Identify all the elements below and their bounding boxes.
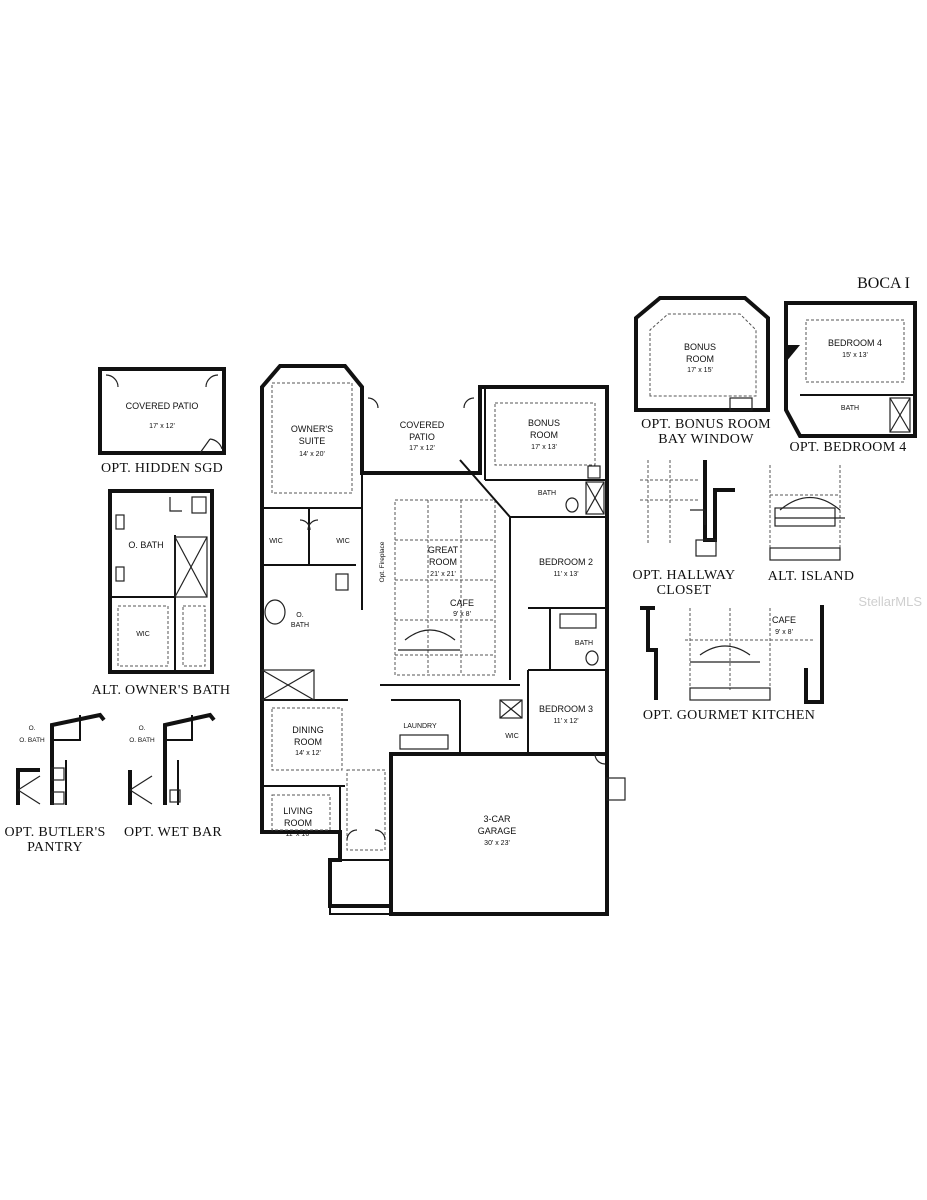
room-dining-dims: 14' x 12': [295, 750, 321, 757]
room-bath-upper: BATH: [538, 490, 556, 497]
room-dining-line2: ROOM: [294, 737, 322, 747]
room-garage-line1: 3-CAR: [483, 814, 511, 824]
watermark: StellarMLS: [858, 594, 922, 609]
hallway-closet-caption-line2: CLOSET: [657, 583, 712, 598]
bedroom-4-bath: BATH: [841, 405, 859, 412]
room-bedroom-3: BEDROOM 3: [539, 704, 593, 714]
opt-bonus-bay-window: BONUS ROOM 17' x 15' OPT. BONUS ROOM BAY…: [634, 296, 771, 447]
room-wic-right: WIC: [336, 538, 350, 545]
room-garage-line2: GARAGE: [478, 826, 517, 836]
opt-butlers-pantry: O. O. BATH OPT. BUTLER'S PANTRY: [4, 712, 106, 855]
room-great-line2: ROOM: [429, 557, 457, 567]
alt-bath-o-bath-label: O. BATH: [128, 540, 163, 550]
butlers-pantry-caption-line1: OPT. BUTLER'S: [4, 825, 105, 840]
room-living-line1: LIVING: [283, 806, 313, 816]
hidden-sgd-room-name: COVERED PATIO: [126, 401, 199, 411]
alt-owners-bath: O. BATH WIC ALT. OWNER'S BATH: [92, 489, 231, 698]
butlers-pantry-bath-label: O. BATH: [19, 737, 45, 744]
bedroom-4-caption: OPT. BEDROOM 4: [789, 440, 906, 455]
room-owners-suite-dims: 14' x 20': [299, 451, 325, 458]
hallway-closet-caption-line1: OPT. HALLWAY: [633, 568, 736, 583]
bedroom-4-name: BEDROOM 4: [828, 338, 882, 348]
room-bath-mid: BATH: [575, 640, 593, 647]
room-living-dims: 11' x 10': [285, 831, 310, 838]
room-bedroom-3-dims: 11' x 12': [553, 718, 578, 725]
room-covered-patio-line2: PATIO: [409, 432, 435, 442]
bonus-bay-caption-line1: OPT. BONUS ROOM: [641, 417, 771, 432]
opt-wet-bar: O. O. BATH OPT. WET BAR: [124, 712, 222, 840]
plan-title: BOCA I: [857, 275, 910, 292]
opt-hallway-closet: OPT. HALLWAY CLOSET: [633, 460, 736, 598]
butlers-pantry-caption-line2: PANTRY: [27, 840, 83, 855]
main-floor-plan: OWNER'S SUITE 14' x 20' COVERED PATIO 17…: [260, 364, 626, 916]
room-cafe-dims: 9' x 8': [453, 611, 471, 618]
room-living-line2: ROOM: [284, 818, 312, 828]
alt-owners-bath-caption: ALT. OWNER'S BATH: [92, 683, 231, 698]
wet-bar-o-label: O.: [139, 725, 146, 732]
room-dining-line1: DINING: [292, 725, 324, 735]
room-owners-suite-line1: OWNER'S: [291, 424, 333, 434]
room-bedroom-2: BEDROOM 2: [539, 557, 593, 567]
wet-bar-caption: OPT. WET BAR: [124, 825, 222, 840]
alt-island: ALT. ISLAND: [768, 465, 855, 584]
room-covered-patio-line1: COVERED: [400, 420, 445, 430]
bonus-bay-line2: ROOM: [686, 354, 714, 364]
bedroom-4-dims: 15' x 13': [842, 352, 868, 359]
bonus-bay-line1: BONUS: [684, 342, 716, 352]
room-o-bath-line2: BATH: [291, 622, 309, 629]
room-garage-dims: 30' x 23': [484, 840, 510, 847]
opt-hidden-sgd: COVERED PATIO 17' x 12' OPT. HIDDEN SGD: [98, 367, 226, 476]
room-bonus-dims: 17' x 13': [531, 444, 557, 451]
gourmet-cafe-name: CAFE: [772, 615, 796, 625]
hidden-sgd-caption: OPT. HIDDEN SGD: [101, 461, 223, 476]
room-bedroom-2-dims: 11' x 13': [553, 571, 578, 578]
room-bonus-line2: ROOM: [530, 430, 558, 440]
room-o-bath-line1: O.: [296, 612, 303, 619]
opt-gourmet-kitchen: CAFE 9' x 8' OPT. GOURMET KITCHEN: [640, 605, 824, 723]
opt-bedroom-4: BEDROOM 4 15' x 13' BATH OPT. BEDROOM 4: [784, 301, 917, 455]
room-cafe: CAFE: [450, 598, 474, 608]
alt-bath-wic-label: WIC: [136, 631, 150, 638]
room-laundry: LAUNDRY: [403, 723, 437, 730]
room-owners-suite-line2: SUITE: [299, 436, 326, 446]
gourmet-kitchen-caption: OPT. GOURMET KITCHEN: [643, 708, 815, 723]
bonus-bay-caption-line2: BAY WINDOW: [658, 432, 754, 447]
wet-bar-bath-label: O. BATH: [129, 737, 155, 744]
butlers-pantry-o-label: O.: [29, 725, 36, 732]
bonus-bay-dims: 17' x 15': [687, 367, 713, 374]
room-wic-small: WIC: [505, 733, 519, 740]
room-wic-left: WIC: [269, 538, 283, 545]
room-bonus-line1: BONUS: [528, 418, 560, 428]
gourmet-cafe-dims: 9' x 8': [775, 629, 793, 636]
room-great-line1: GREAT: [428, 545, 459, 555]
room-covered-patio-dims: 17' x 12': [409, 445, 435, 452]
room-great-dims: 21' x 21': [430, 571, 456, 578]
fireplace-note: Opt. Fireplace: [379, 541, 386, 582]
hidden-sgd-dims: 17' x 12': [149, 423, 175, 430]
alt-island-caption: ALT. ISLAND: [768, 569, 855, 584]
